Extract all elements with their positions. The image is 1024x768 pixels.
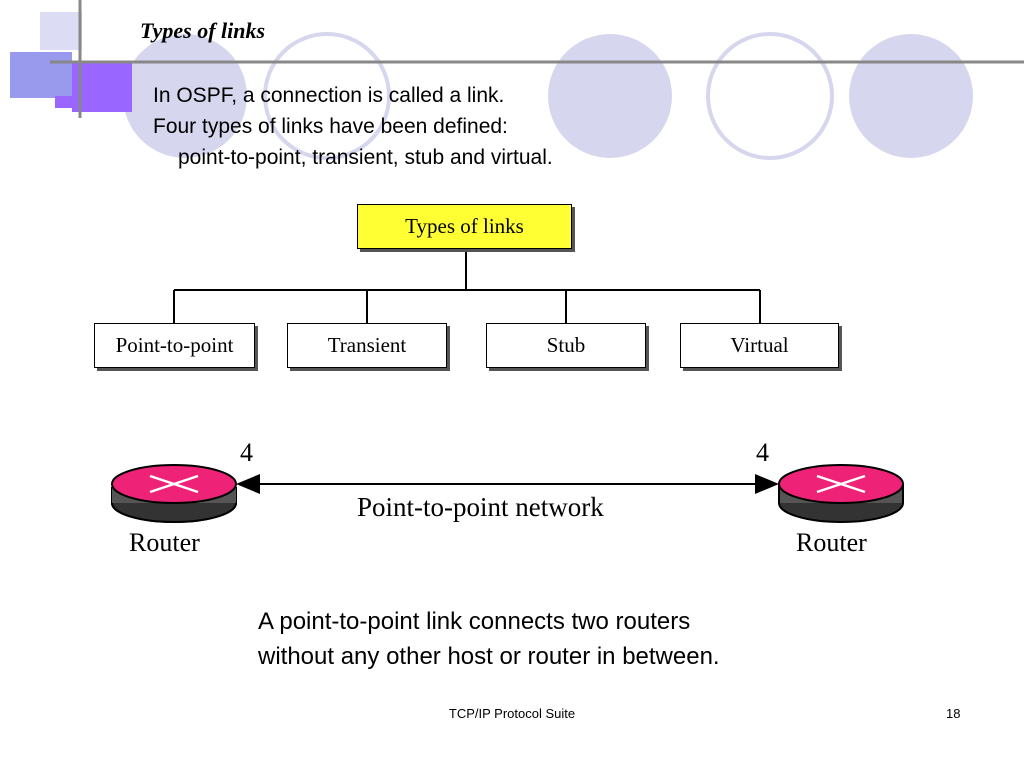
caption-text: A point-to-point link connects two route… [258, 604, 720, 674]
deco-circle-2 [263, 32, 391, 160]
intro-line-1: In OSPF, a connection is called a link. [153, 84, 505, 107]
footer-title: TCP/IP Protocol Suite [448, 706, 576, 721]
tree-root-box: Types of links [357, 204, 572, 249]
right-router-icon [778, 464, 904, 523]
caption-line-2: without any other host or router in betw… [258, 643, 720, 670]
page-number: 18 [946, 706, 961, 721]
right-port-label: 4 [756, 438, 769, 467]
intro-line-2: Four types of links have been defined: [153, 115, 508, 138]
right-router-label: Router [796, 528, 867, 557]
left-router-icon [111, 464, 237, 523]
tree-node-stub: Stub [486, 323, 646, 368]
deco-circle-5 [849, 34, 973, 158]
caption-line-1: A point-to-point link connects two route… [258, 608, 691, 635]
deco-circle-4 [706, 32, 834, 160]
tree-node-virtual: Virtual [680, 323, 839, 368]
deco-square-2 [10, 52, 72, 98]
deco-circle-3 [548, 34, 672, 158]
tree-node-point-to-point: Point-to-point [94, 323, 255, 368]
tree-node-transient: Transient [287, 323, 447, 368]
deco-square-3 [72, 62, 132, 112]
slide-title: Types of links [140, 18, 266, 43]
deco-square-4 [55, 96, 75, 108]
link-label: Point-to-point network [357, 492, 604, 522]
intro-text: In OSPF, a connection is called a link. … [153, 80, 553, 173]
left-router-label: Router [129, 528, 200, 557]
deco-square-1 [40, 12, 82, 50]
left-port-label: 4 [240, 438, 253, 467]
intro-line-3: point-to-point, transient, stub and virt… [178, 146, 553, 169]
deco-circle-1 [123, 34, 247, 158]
